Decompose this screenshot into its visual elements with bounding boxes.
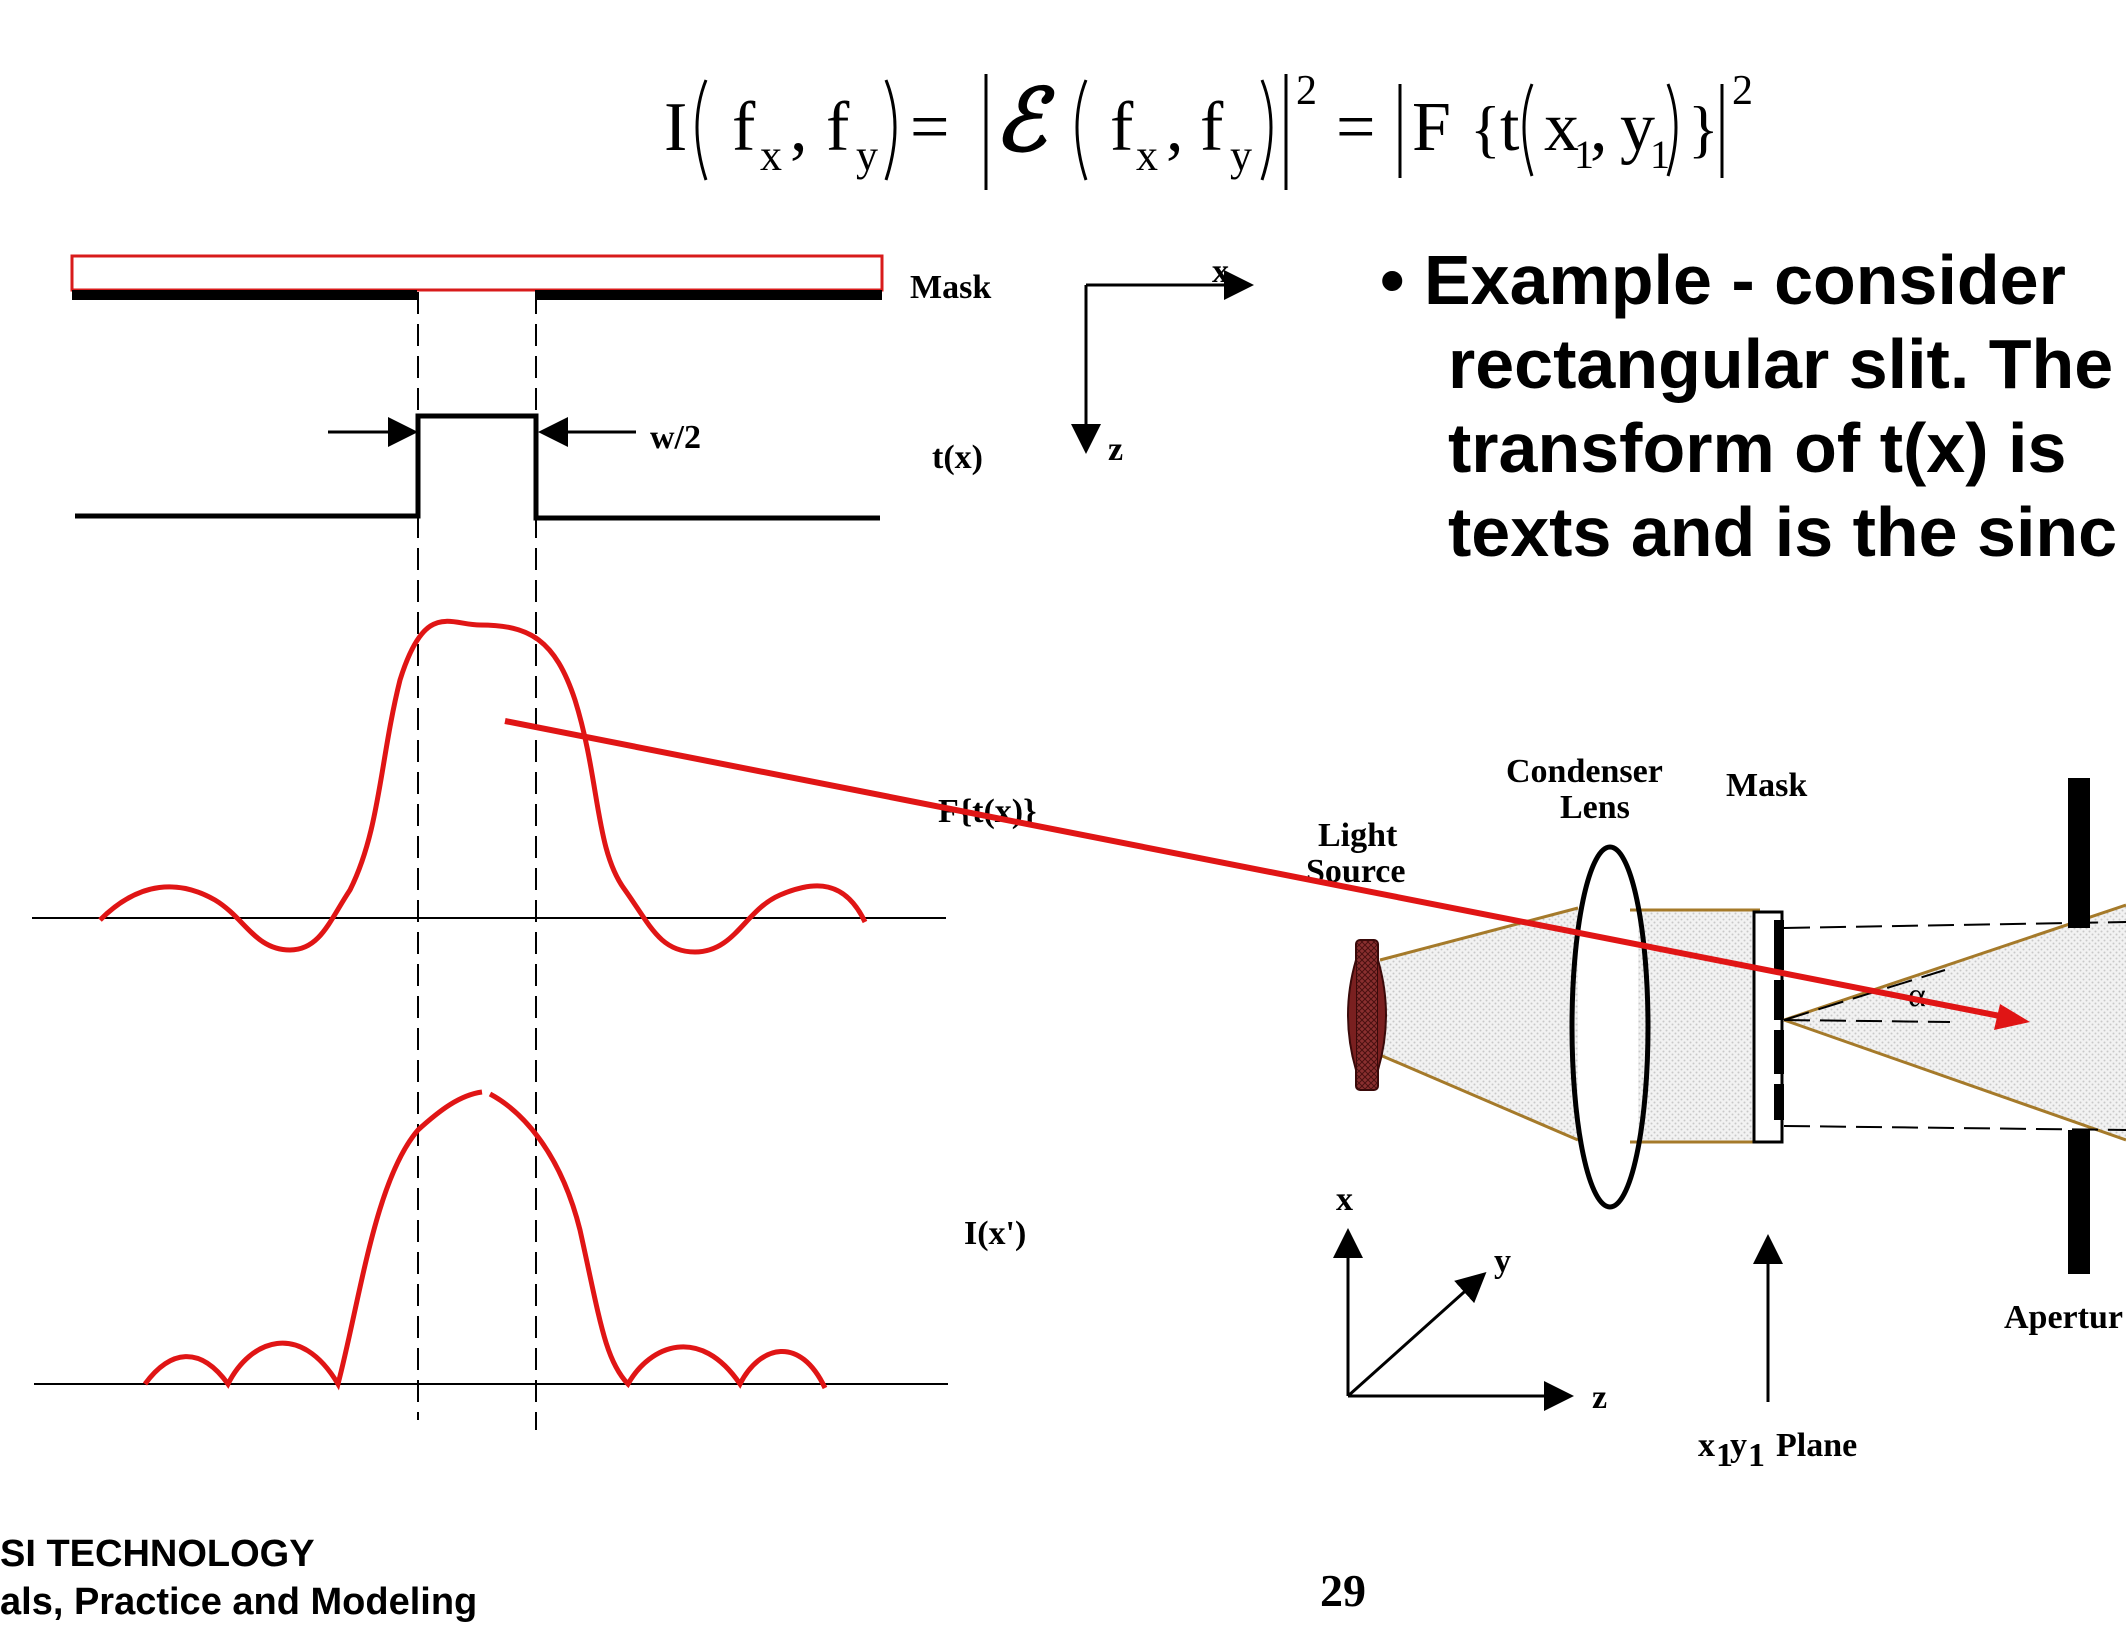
mask-opaque-right: [535, 290, 882, 300]
eq-paren: [1075, 79, 1088, 181]
condenser-lens-icon: [1569, 844, 1651, 1210]
bullet-line-4: texts and is the sinc: [1448, 493, 2118, 571]
plane-label: x 1 y 1 Plane: [1698, 1427, 1857, 1474]
mask-opaque-left: [72, 290, 417, 300]
eq-comma2: ,: [1166, 89, 1184, 166]
beam-ray: [1379, 1053, 1579, 1142]
eq-fy: f: [826, 89, 850, 166]
eq-square: 2: [1296, 68, 1317, 114]
beam-source-cone: [1380, 908, 1578, 1140]
mask-outline: [70, 254, 884, 292]
eq-paren: [1522, 83, 1534, 177]
connector-arrow: [504, 718, 2011, 1021]
eq-x1-sub: 1: [1574, 132, 1594, 177]
plane-label-sub1: 1: [1716, 1437, 1733, 1474]
beam-ray: [1379, 906, 1579, 962]
beam-collimated: [1638, 910, 1752, 1142]
plane-label-y: y: [1730, 1427, 1747, 1464]
aperture-label: Apertur: [2004, 1299, 2123, 1336]
eq-paren: [1260, 79, 1273, 181]
bullet-line-3: transform of t(x) is: [1448, 409, 2067, 487]
eq-x-sub2: x: [1136, 131, 1158, 180]
intensity-curve: [142, 1089, 828, 1391]
footer-line-2: als, Practice and Modeling: [0, 1581, 478, 1623]
bullet-line-2: rectangular slit. The: [1448, 325, 2114, 403]
condenser-label-1: Condenser: [1506, 753, 1663, 790]
eq-comma3: ,: [1590, 89, 1608, 166]
optical-axis-dashed: [1783, 1125, 2126, 1131]
eq-fx2: f: [1110, 89, 1134, 166]
eq-brace: }: [1688, 93, 1719, 164]
tx-label: t(x): [932, 439, 983, 476]
eq-paren: [695, 79, 708, 181]
footer-line-1: SI TECHNOLOGY: [0, 1533, 315, 1575]
projection-optics-diagram: Light Source Condenser Lens Mask α Apert…: [1306, 753, 2126, 1474]
plane-label-sub2: 1: [1748, 1437, 1765, 1474]
eq-brace: {: [1470, 93, 1501, 164]
eq-paren: [884, 79, 897, 181]
plane-label-word: Plane: [1776, 1427, 1857, 1464]
intensity-equation: I f x , f y = ℰ f x , f y 2 = F { t x 1 …: [664, 68, 1753, 190]
eq-y-sub2: y: [1230, 131, 1252, 180]
light-source-icon: [1347, 959, 1357, 1071]
optical-axis-dashed: [1783, 921, 2126, 929]
axis-y-label: y: [1494, 1243, 1511, 1280]
aperture-top: [2068, 778, 2090, 928]
slit-diagram: Mask w/2 t(x) x z F{t(x)} I(x'): [32, 253, 1254, 1430]
page-number: 29: [1320, 1565, 1366, 1616]
width-label: w/2: [650, 419, 701, 456]
transmission-function: [75, 413, 880, 521]
plane-label-x: x: [1698, 1427, 1715, 1464]
mask-opaque-segment: [1774, 1084, 1784, 1120]
beam-diffracted-cone: [1784, 905, 2126, 1140]
axis-x-label: x: [1212, 253, 1229, 290]
axis-z-label: z: [1592, 1379, 1607, 1416]
eq-equals2: =: [1336, 89, 1375, 166]
mask-label: Mask: [910, 269, 991, 306]
beam-ray: [1783, 1018, 2126, 1142]
condenser-label-2: Lens: [1560, 789, 1630, 826]
eq-t: t: [1500, 89, 1520, 166]
connector-arrowhead: [1994, 1004, 2030, 1030]
footer-course-title: SI TECHNOLOGY als, Practice and Modeling: [0, 1530, 477, 1626]
eq-fy2: f: [1200, 89, 1224, 166]
axis-y-arrow: [1346, 1271, 1487, 1398]
eq-I: I: [664, 89, 687, 166]
light-source-icon: [1355, 939, 1379, 1091]
eq-y-sub: y: [856, 131, 878, 180]
eq-paren: [1666, 83, 1678, 177]
eq-y1: y: [1620, 89, 1655, 166]
light-source-label-1: Light: [1318, 817, 1398, 854]
eq-square2: 2: [1732, 68, 1753, 114]
bullet-line-1: • Example - consider: [1380, 241, 2066, 319]
example-bullet-text: • Example - consider rectangular slit. T…: [1380, 238, 2126, 574]
angle-dashed: [1783, 969, 1946, 1021]
eq-y1-sub: 1: [1650, 132, 1670, 177]
eq-x-sub: x: [760, 131, 782, 180]
axis-z-label: z: [1108, 431, 1123, 468]
mask-label-optics: Mask: [1726, 767, 1807, 804]
eq-F: F: [1412, 89, 1451, 166]
eq-equals: =: [910, 89, 949, 166]
aperture-bottom: [2068, 1130, 2090, 1274]
eq-fx: f: [732, 89, 756, 166]
eq-comma: ,: [790, 89, 808, 166]
alpha-label: α: [1908, 977, 1926, 1014]
eq-x1: x: [1544, 89, 1579, 166]
axis-x-label: x: [1336, 1181, 1353, 1218]
mask-opaque-segment: [1774, 1030, 1784, 1074]
mask-opaque-segment: [1774, 980, 1784, 1020]
mask-opaque-segment: [1774, 920, 1784, 970]
optical-axis-dashed: [1783, 1019, 1951, 1023]
light-source-icon: [1377, 959, 1387, 1071]
eq-E: ℰ: [994, 73, 1055, 169]
sinc-amplitude-curve: [98, 618, 868, 955]
ix-label: I(x'): [964, 1215, 1026, 1252]
